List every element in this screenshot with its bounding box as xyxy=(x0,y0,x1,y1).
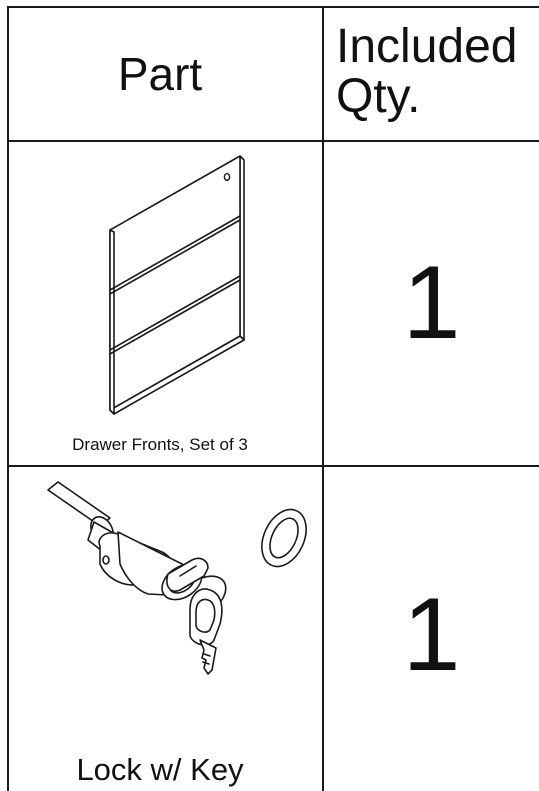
row-1-part-name: Drawer Fronts, Set of 3 xyxy=(72,435,248,454)
drawer-fronts-icon xyxy=(109,155,245,415)
header-qty-line-1: Included xyxy=(336,20,518,73)
lock-with-key-icon xyxy=(47,481,307,675)
row-2-qty: 1 xyxy=(402,577,461,693)
table-border-left xyxy=(7,6,9,791)
table-row-divider-1 xyxy=(7,465,539,467)
row-1-qty: 1 xyxy=(402,245,461,361)
table-row-divider-header xyxy=(7,140,539,142)
header-included-qty: Included Qty. xyxy=(336,22,536,122)
table-border-top xyxy=(7,6,539,8)
row-2-part-name: Lock w/ Key xyxy=(76,752,244,787)
header-qty-line-2: Qty. xyxy=(336,70,421,123)
table-column-divider xyxy=(322,6,324,791)
header-part: Part xyxy=(117,48,203,100)
